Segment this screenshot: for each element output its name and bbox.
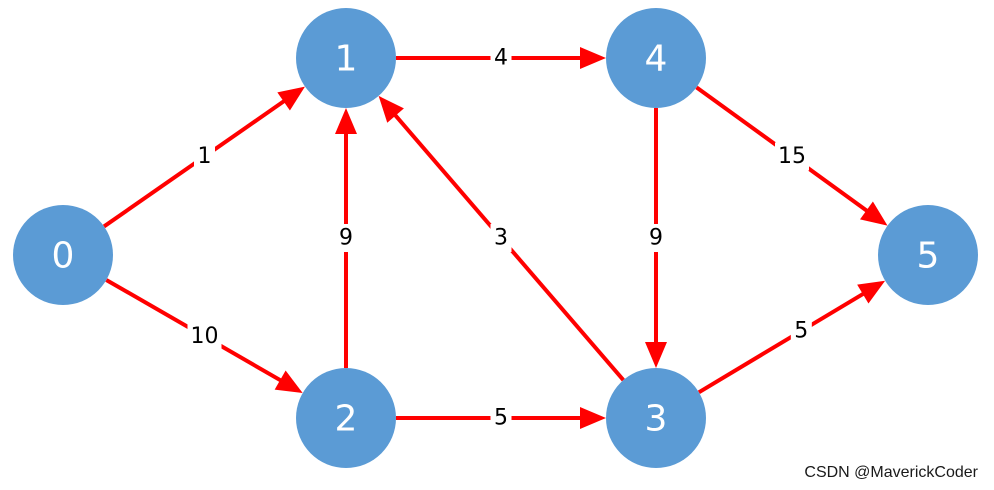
edge-weight-label: 10 (191, 324, 219, 349)
weight-4-5: 15 (775, 142, 809, 171)
edge-weight-label: 15 (778, 144, 806, 169)
arrow-head-icon (335, 108, 357, 134)
edge-weight-label: 5 (794, 318, 808, 343)
edge-weight-label: 5 (494, 406, 508, 431)
weight-2-3: 5 (490, 404, 512, 432)
node-4: 4 (606, 8, 706, 108)
arrow-head-icon (580, 407, 606, 429)
weight-3-1: 3 (490, 224, 512, 252)
weight-background (490, 404, 512, 432)
weight-background (187, 322, 222, 351)
edge-weight-label: 9 (649, 226, 663, 251)
nodes-layer: 0 1 2 3 4 5 (13, 8, 978, 468)
weight-background (790, 316, 812, 345)
node-0: 0 (13, 205, 113, 305)
node-label: 0 (52, 236, 75, 277)
arrow-head-icon (274, 370, 303, 394)
weight-2-1: 9 (335, 224, 357, 252)
arrow-head-icon (378, 95, 404, 123)
edge-3-5 (697, 280, 886, 395)
edge-2-3 (396, 407, 606, 429)
node-circle (13, 205, 113, 305)
weight-1-4: 4 (490, 44, 512, 72)
node-1: 1 (296, 8, 396, 108)
node-2: 2 (296, 368, 396, 468)
watermark: CSDN @MaverickCoder (804, 464, 978, 481)
arrow-head-icon (580, 47, 606, 69)
weight-0-1: 1 (194, 142, 215, 171)
node-label: 3 (645, 399, 668, 440)
edge-weight-label: 4 (494, 46, 508, 71)
node-circle (606, 368, 706, 468)
node-circle (878, 205, 978, 305)
node-label: 2 (335, 399, 358, 440)
weight-3-5: 5 (790, 316, 812, 345)
edge-weight-label: 9 (339, 226, 353, 251)
weights-layer: 1 10 4 9 3 5 9 15 5 (187, 44, 812, 432)
node-circle (296, 8, 396, 108)
arrow-head-icon (277, 86, 305, 111)
edge-1-4 (396, 47, 606, 69)
node-3: 3 (606, 368, 706, 468)
weight-background (335, 224, 357, 252)
node-label: 4 (645, 39, 668, 80)
arrow-head-icon (859, 201, 888, 226)
arrow-head-icon (645, 342, 667, 368)
node-label: 1 (335, 39, 358, 80)
weight-0-2: 10 (187, 322, 222, 351)
edge-line-3-5 (697, 291, 866, 395)
node-label: 5 (917, 236, 940, 277)
arrow-head-icon (857, 280, 886, 304)
weight-background (490, 44, 512, 72)
weight-4-3: 9 (645, 224, 667, 252)
edge-weight-label: 1 (198, 144, 212, 169)
weight-background (194, 142, 215, 171)
weight-background (775, 142, 809, 171)
weight-background (645, 224, 667, 252)
node-circle (296, 368, 396, 468)
weight-background (490, 224, 512, 252)
node-circle (606, 8, 706, 108)
edge-weight-label: 3 (494, 226, 508, 251)
node-5: 5 (878, 205, 978, 305)
